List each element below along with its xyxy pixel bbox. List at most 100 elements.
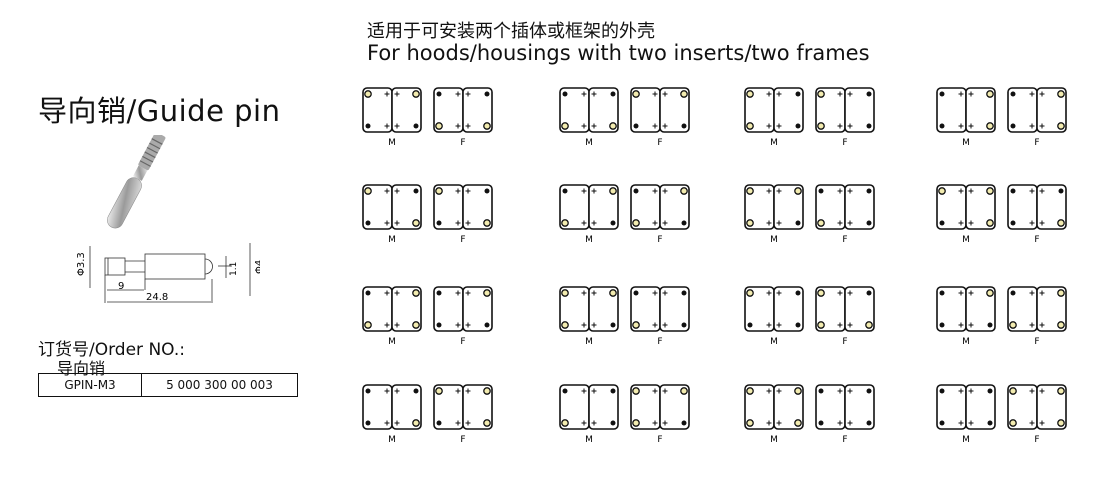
female-config-2-label: F xyxy=(657,138,662,148)
dot-marker xyxy=(939,322,945,328)
plus-marker xyxy=(394,123,400,129)
guide-pin-marker xyxy=(817,219,825,227)
male-config-11: M xyxy=(744,286,804,347)
plus-marker xyxy=(581,123,587,129)
plus-marker xyxy=(455,388,461,394)
plus-marker xyxy=(847,188,853,194)
female-config-8-label: F xyxy=(1034,235,1039,245)
dot-marker xyxy=(562,388,568,394)
plus-marker xyxy=(384,91,390,97)
guide-pin-marker xyxy=(435,387,443,395)
male-config-12-label: M xyxy=(962,337,970,347)
female-config-5: F xyxy=(433,184,493,245)
male-config-13-label: M xyxy=(388,435,396,445)
plus-marker xyxy=(1039,322,1045,328)
plus-marker xyxy=(465,123,471,129)
plus-marker xyxy=(465,420,471,426)
plus-marker xyxy=(591,388,597,394)
plus-marker xyxy=(1029,322,1035,328)
plus-marker xyxy=(581,388,587,394)
male-config-15: M xyxy=(744,384,804,445)
plus-marker xyxy=(968,188,974,194)
dot-marker xyxy=(610,220,616,226)
plus-marker xyxy=(581,290,587,296)
plus-marker xyxy=(776,290,782,296)
plus-marker xyxy=(958,220,964,226)
plus-marker xyxy=(394,220,400,226)
plus-marker xyxy=(847,290,853,296)
plus-marker xyxy=(1029,420,1035,426)
dot-marker xyxy=(681,290,687,296)
guide-pin-marker xyxy=(412,289,420,297)
plus-marker xyxy=(847,322,853,328)
plus-marker xyxy=(662,123,668,129)
dot-marker xyxy=(818,188,824,194)
guide-pin-marker xyxy=(746,187,754,195)
dot-marker xyxy=(818,388,824,394)
dot-marker xyxy=(681,123,687,129)
guide-pin-marker xyxy=(746,289,754,297)
plus-marker xyxy=(968,91,974,97)
plus-marker xyxy=(652,188,658,194)
female-config-9-label: F xyxy=(460,337,465,347)
plus-marker xyxy=(968,290,974,296)
dot-marker xyxy=(484,188,490,194)
plus-marker xyxy=(1029,388,1035,394)
female-config-13: F xyxy=(433,384,493,445)
male-config-4-label: M xyxy=(962,138,970,148)
dot-marker xyxy=(939,123,945,129)
dot-marker xyxy=(866,388,872,394)
dot-marker xyxy=(436,290,442,296)
plus-marker xyxy=(958,188,964,194)
guide-pin-marker xyxy=(412,419,420,427)
plus-marker xyxy=(591,290,597,296)
male-config-12: M xyxy=(936,286,996,347)
product-title: 导向销/Guide pin xyxy=(38,94,281,128)
female-config-7-label: F xyxy=(842,235,847,245)
guide-pin-marker xyxy=(986,90,994,98)
dot-marker xyxy=(866,420,872,426)
male-config-8: M xyxy=(936,184,996,245)
female-config-1-label: F xyxy=(460,138,465,148)
guide-pin-marker xyxy=(632,90,640,98)
male-config-14: M xyxy=(559,384,619,445)
plus-marker xyxy=(455,420,461,426)
dot-marker xyxy=(365,220,371,226)
plus-marker xyxy=(591,420,597,426)
dot-marker xyxy=(939,420,945,426)
guide-pin-marker xyxy=(1009,321,1017,329)
plus-marker xyxy=(662,91,668,97)
guide-pin-marker xyxy=(364,90,372,98)
guide-pin-marker xyxy=(986,289,994,297)
plus-marker xyxy=(1039,388,1045,394)
plus-marker xyxy=(394,388,400,394)
plus-marker xyxy=(958,420,964,426)
dot-marker xyxy=(436,322,442,328)
male-config-7-label: M xyxy=(770,235,778,245)
dot-marker xyxy=(610,388,616,394)
female-config-6: F xyxy=(630,184,690,245)
dot-marker xyxy=(484,91,490,97)
plus-marker xyxy=(1029,188,1035,194)
plus-marker xyxy=(837,188,843,194)
dot-marker xyxy=(681,220,687,226)
dot-marker xyxy=(365,290,371,296)
plus-marker xyxy=(847,388,853,394)
female-config-3-label: F xyxy=(842,138,847,148)
plus-marker xyxy=(1039,91,1045,97)
plus-marker xyxy=(455,188,461,194)
male-config-9: M xyxy=(362,286,422,347)
plus-marker xyxy=(968,123,974,129)
plus-marker xyxy=(847,220,853,226)
guide-pin-marker xyxy=(1057,387,1065,395)
plus-marker xyxy=(591,91,597,97)
plus-marker xyxy=(455,91,461,97)
plus-marker xyxy=(652,123,658,129)
dot-marker xyxy=(866,91,872,97)
dot-marker xyxy=(681,420,687,426)
plus-marker xyxy=(384,220,390,226)
plus-marker xyxy=(776,322,782,328)
dot-marker xyxy=(866,220,872,226)
dot-marker xyxy=(987,388,993,394)
female-config-4-label: F xyxy=(1034,138,1039,148)
